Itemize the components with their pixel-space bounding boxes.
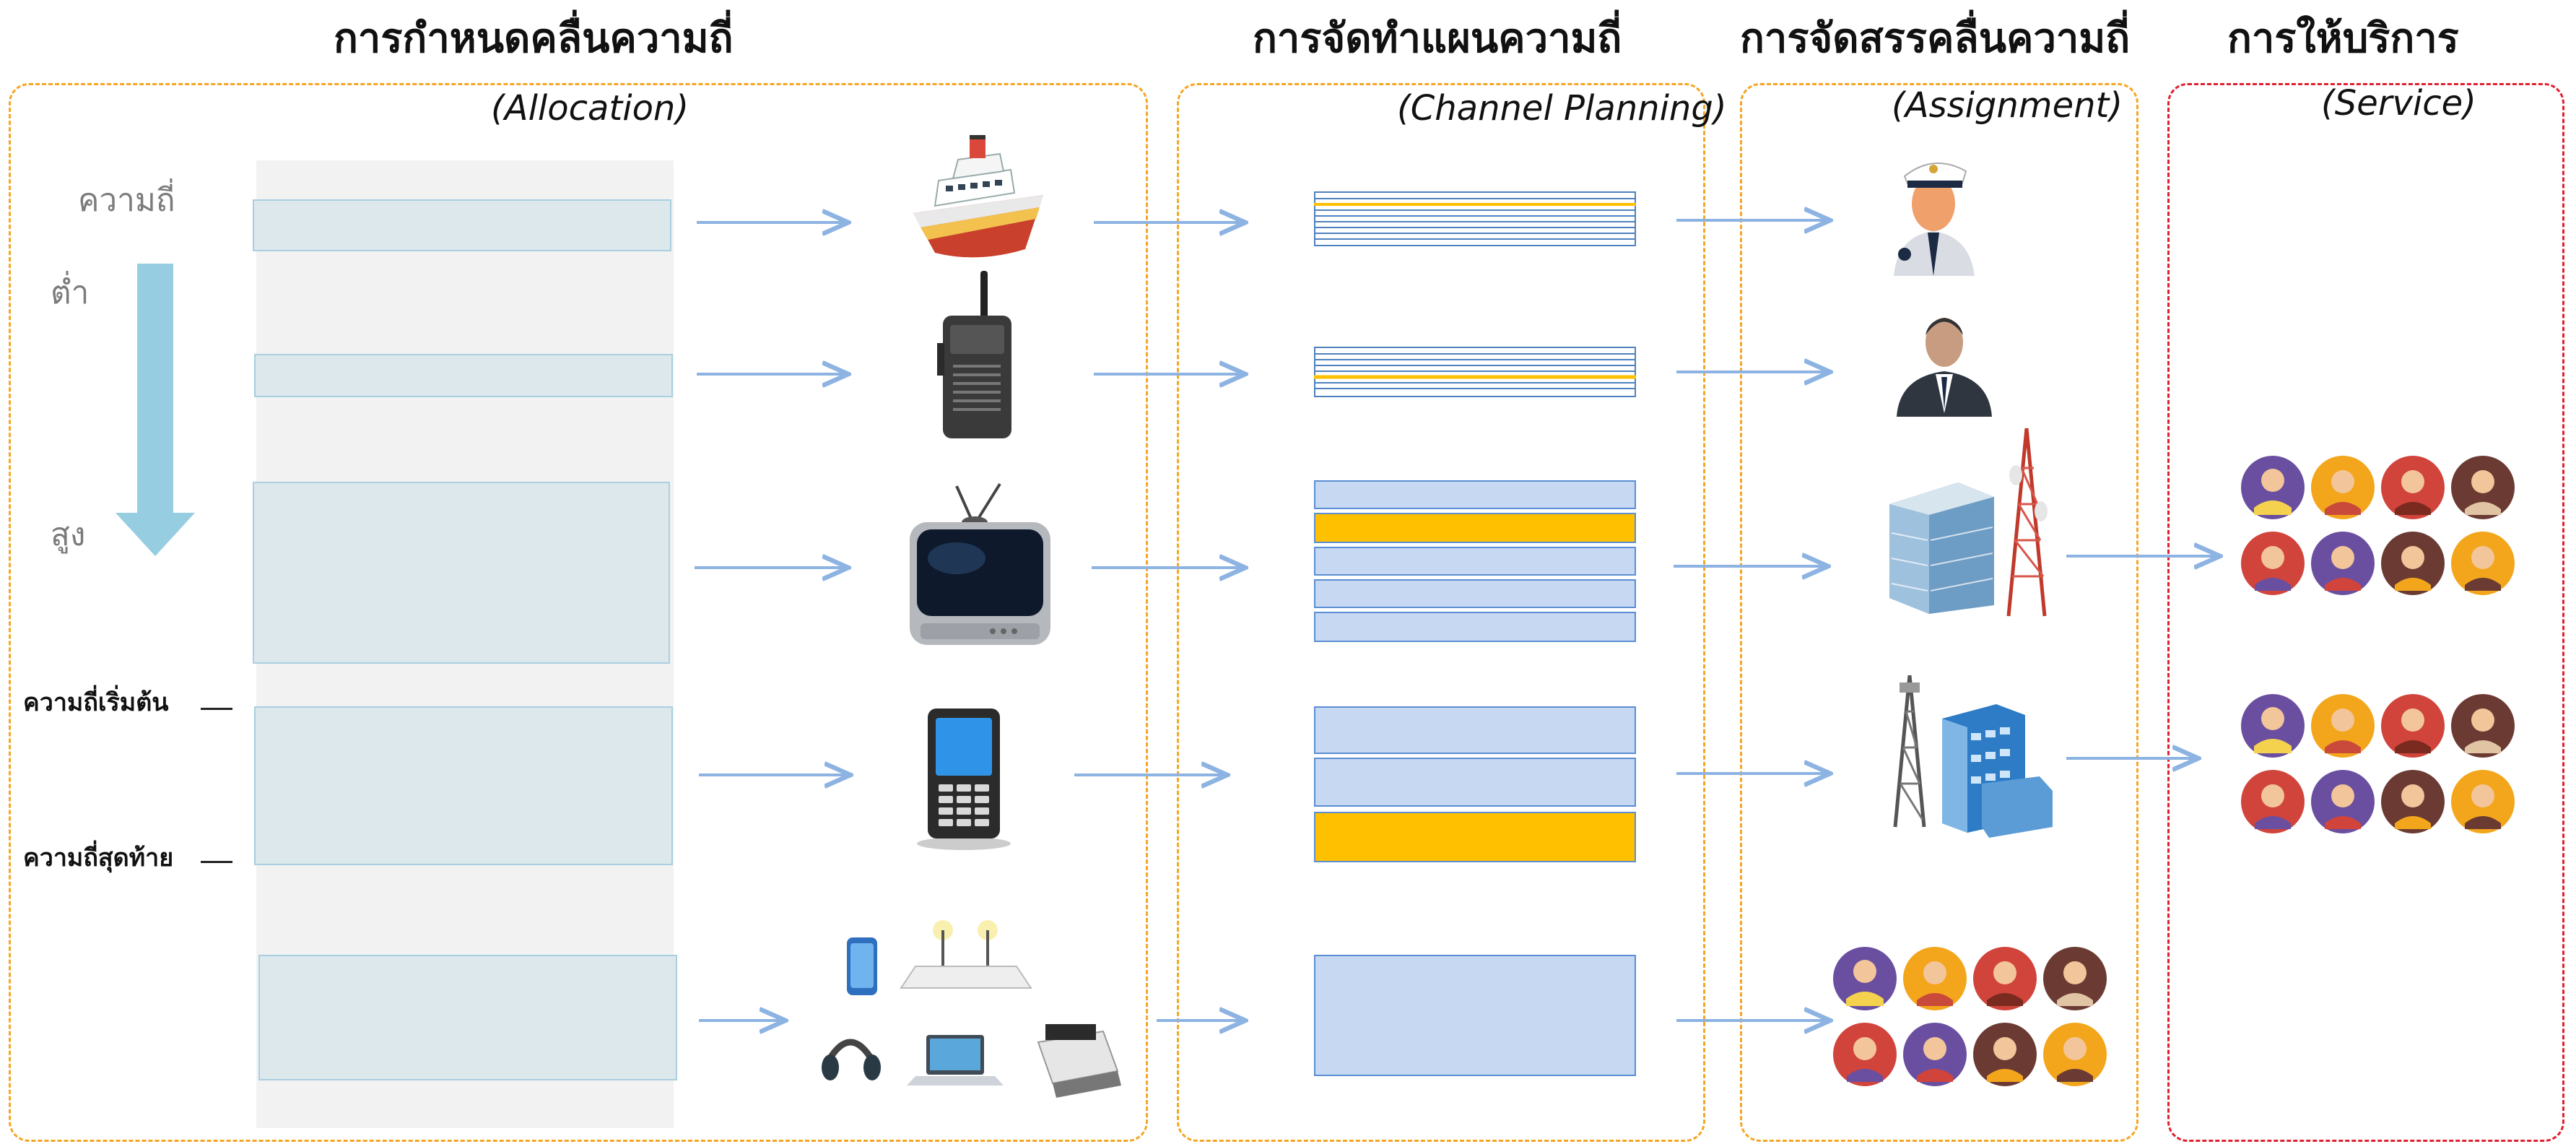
allocation-frame <box>9 83 1148 1142</box>
channel-block <box>1314 612 1636 642</box>
start-frequency-label: ความถี่เริ่มต้น <box>23 688 169 717</box>
channel-block-assigned <box>1314 812 1636 862</box>
frequency-high-label: สูง <box>51 516 86 553</box>
frequency-low-label: ต่ำ <box>51 274 90 311</box>
ship-captain-icon <box>1894 162 1975 276</box>
allocation-heading: การกำหนดคลื่นความถี่ <box>334 15 734 62</box>
spectrum-band <box>254 706 673 865</box>
planning-heading: การจัดทำแผนความถี่ <box>1253 15 1622 62</box>
start-frequency-tick <box>201 708 232 710</box>
spectrum-band <box>254 354 673 397</box>
user-group-icon <box>2241 694 2515 833</box>
assignment-heading: การจัดสรรคลื่นความถี่ <box>1740 15 2131 62</box>
user-group-icon <box>1833 947 2107 1086</box>
spectrum-band <box>253 199 671 251</box>
broadcast-building-tower-icon <box>1889 428 2048 617</box>
user-group-icon <box>2241 456 2515 595</box>
channel-plan-narrowband-1 <box>1314 191 1636 246</box>
frequency-axis-title: ความถี่ <box>78 182 175 219</box>
channel-block <box>1314 706 1636 754</box>
walkie-talkie-icon <box>937 271 1011 438</box>
service-heading: การให้บริการ <box>2227 15 2459 62</box>
planning-subheading: (Channel Planning) <box>1397 88 1727 129</box>
channel-block-shared <box>1314 955 1636 1076</box>
channel-plan-narrowband-2 <box>1314 347 1636 397</box>
channel-block <box>1314 758 1636 807</box>
spectrum-band <box>258 955 677 1080</box>
mobile-phone-icon <box>917 708 1011 850</box>
spectrum-band <box>253 482 670 664</box>
assignment-subheading: (Assignment) <box>1892 85 2123 126</box>
channel-block <box>1314 579 1636 608</box>
service-subheading: (Service) <box>2321 83 2476 124</box>
channel-block-assigned <box>1314 513 1636 543</box>
planning-frame <box>1177 83 1705 1142</box>
assignment-frame <box>1740 83 2138 1142</box>
channel-block <box>1314 480 1636 509</box>
end-frequency-tick <box>201 861 232 863</box>
television-icon <box>910 482 1050 645</box>
allocation-subheading: (Allocation) <box>491 88 689 129</box>
end-frequency-label: ความถี่สุดท้าย <box>23 844 174 872</box>
ship-icon <box>913 135 1043 258</box>
wireless-devices-icon <box>822 920 1121 1098</box>
frequency-down-arrow <box>116 264 195 556</box>
businessman-icon <box>1897 318 1992 417</box>
telecom-building-tower-icon <box>1893 675 2053 838</box>
service-frame <box>2167 83 2564 1142</box>
channel-block <box>1314 547 1636 576</box>
